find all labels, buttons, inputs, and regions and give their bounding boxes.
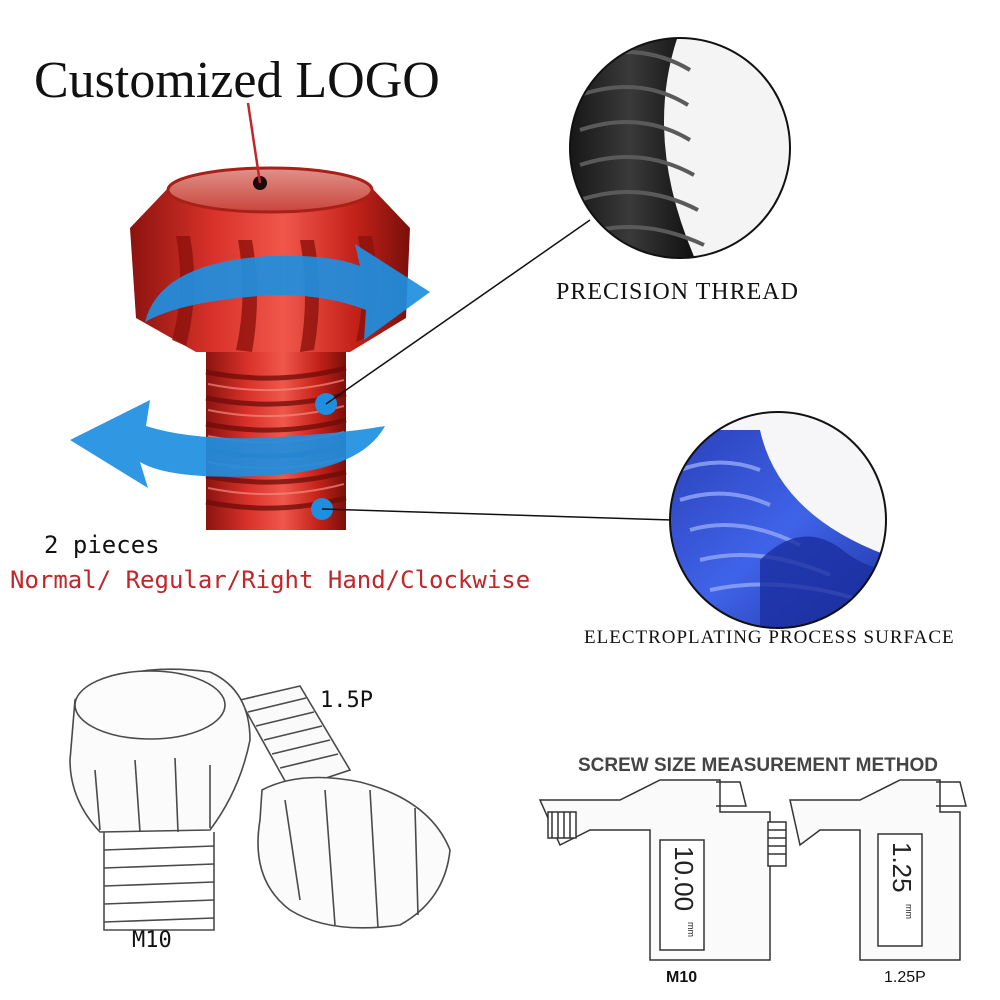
caliper-diagram	[538, 779, 967, 961]
surface-leader-line	[321, 508, 673, 521]
sketch-size-label: M10	[132, 928, 172, 953]
rotation-arrows	[70, 244, 430, 520]
pitch-label: 1.25P	[884, 969, 926, 986]
pitch-reading: 1.25	[887, 842, 917, 893]
thread-direction-text: Normal/ Regular/Right Hand/Clockwise	[10, 566, 531, 594]
pitch-unit: mm	[904, 904, 914, 919]
measurement-title: SCREW SIZE MEASUREMENT METHOD	[578, 755, 938, 776]
sketch-pitch-label: 1.5P	[320, 688, 373, 713]
diameter-reading: 10.00	[669, 846, 699, 912]
thread-leader-line	[325, 219, 591, 405]
precision-thread-detail	[569, 37, 791, 259]
diameter-label: M10	[666, 969, 698, 986]
quantity-text: 2 pieces	[44, 531, 160, 559]
headline-text: Customized LOGO	[34, 52, 440, 109]
electroplating-label: ELECTROPLATING PROCESS SURFACE	[584, 627, 955, 648]
bolt-sketch	[69, 668, 451, 931]
electroplating-detail	[669, 411, 887, 629]
precision-thread-label: PRECISION THREAD	[556, 279, 799, 305]
diameter-unit: mm	[686, 922, 696, 937]
